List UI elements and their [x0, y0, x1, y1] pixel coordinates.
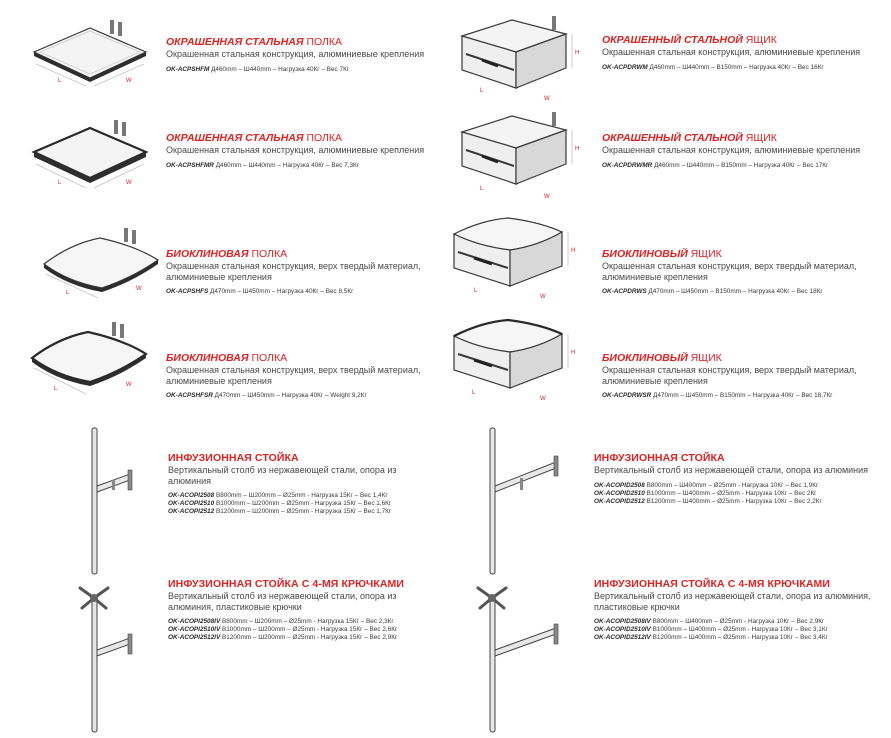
iv-pole-double-hooks-illustration: [476, 586, 559, 733]
width-label: W: [544, 96, 550, 102]
spec-line: OK-ACOPI2508IV В800mm – Ш200mm – Ø25mm -…: [168, 618, 394, 625]
product-title: ОКРАШЕННАЯ СТАЛЬНАЯ ПОЛКА: [166, 132, 343, 144]
width-label: W: [126, 180, 132, 186]
product-description: Окрашенная стальная конструкция, алюмини…: [166, 49, 425, 59]
biocline-drawer-rail-illustration: H L W: [452, 318, 575, 402]
iv-pole-illustration: [91, 427, 133, 575]
product-card: H L W ОКРАШЕННЫЙ СТАЛЬНОЙ ЯЩИК Окрашенна…: [452, 14, 882, 110]
painted-drawer-illustration: H L W: [460, 14, 579, 102]
length-label: L: [474, 288, 478, 294]
product-card: ИНФУЗИОННАЯ СТОЙКА Вертикальный столб из…: [70, 426, 440, 576]
width-label: W: [136, 286, 142, 292]
spec-line: OK-ACOPI2510IV В1000mm – Ш200mm – Ø25mm …: [168, 626, 398, 633]
spec-line: OK-ACOPI2510 В1000mm – Ш200mm – Ø25mm - …: [168, 500, 392, 507]
width-label: W: [126, 382, 132, 388]
product-description: Вертикальный столб из нержавеющей стали,…: [168, 591, 397, 612]
product-title: БИОКЛИНОВАЯ ПОЛКА: [166, 352, 288, 364]
product-card: H L W ОКРАШЕННЫЙ СТАЛЬНОЙ ЯЩИК Окрашенна…: [452, 110, 882, 206]
spec-line: OK-ACOPI2508 В800mm – Ш200mm – Ø25mm - Н…: [168, 492, 388, 499]
height-label: H: [571, 350, 575, 356]
height-label: H: [575, 50, 579, 56]
product-title: БИОКЛИНОВАЯ ПОЛКА: [166, 248, 288, 260]
length-label: L: [66, 290, 70, 296]
width-label: W: [540, 396, 546, 402]
length-label: L: [58, 180, 62, 186]
biocline-shelf-illustration: L W: [43, 227, 159, 299]
product-card: ИНФУЗИОННАЯ СТОЙКА С 4-МЯ КРЮЧКАМИ Верти…: [70, 578, 440, 734]
product-card: ИНФУЗИОННАЯ СТОЙКА Вертикальный столб из…: [470, 426, 882, 576]
spec-line: OK-ACPDRWM Д460mm – Ш440mm – В150mm – На…: [602, 63, 824, 71]
painted-shelf-rail-illustration: L W: [32, 118, 148, 189]
spec-line: OK-ACPDRWSR Д470mm – Ш450mm – В150mm – Н…: [602, 392, 833, 399]
width-label: W: [540, 294, 546, 300]
product-description: Окрашенная стальная конструкция, верх тв…: [166, 261, 421, 282]
biocline-shelf-rail-illustration: L W: [30, 321, 148, 395]
product-title: ИНФУЗИОННАЯ СТОЙКА С 4-МЯ КРЮЧКАМИ: [594, 578, 831, 590]
product-title: ОКРАШЕННАЯ СТАЛЬНАЯ ПОЛКА: [166, 36, 343, 48]
length-label: L: [480, 88, 484, 94]
product-description: Окрашенная стальная конструкция, алюмини…: [166, 145, 425, 155]
spec-line: OK-ACOPID2510IV В1000mm – Ш400mm – Ø25mm…: [594, 626, 828, 633]
height-label: H: [571, 248, 575, 254]
spec-line: OK-ACPDRWMR Д460mm – Ш440mm – В150mm – Н…: [602, 161, 829, 169]
length-label: L: [472, 390, 476, 396]
product-description: Окрашенная стальная конструкция, алюмини…: [602, 47, 861, 57]
painted-drawer-illustration: H L W: [460, 110, 579, 200]
product-card: H L W БИОКЛИНОВЫЙ ЯЩИК Окрашенная стальн…: [448, 316, 882, 410]
length-label: L: [480, 186, 484, 192]
product-card: H L W БИОКЛИНОВЫЙ ЯЩИК Окрашенная стальн…: [448, 214, 882, 308]
product-description: Вертикальный столб из нержавеющей стали,…: [594, 591, 871, 612]
product-description: Вертикальный столб из нержавеющей стали,…: [594, 465, 869, 475]
product-description: Окрашенная стальная конструкция, алюмини…: [602, 145, 861, 155]
spec-line: OK-ACOPID2512 В1200mm – Ш400mm – Ø25mm -…: [594, 497, 822, 505]
height-label: H: [575, 146, 579, 152]
product-title: ИНФУЗИОННАЯ СТОЙКА С 4-МЯ КРЮЧКАМИ: [168, 578, 405, 590]
product-card: ИНФУЗИОННАЯ СТОЙКА С 4-МЯ КРЮЧКАМИ Верти…: [470, 578, 882, 734]
product-card: L W БИОКЛИНОВАЯ ПОЛКА Окрашенная стальна…: [28, 318, 438, 410]
spec-line: OK-ACPSHFM Д460mm – Ш440mm – Нагрузка 40…: [166, 65, 350, 73]
painted-shelf-illustration: L W: [33, 19, 147, 87]
product-title: БИОКЛИНОВЫЙ ЯЩИК: [602, 352, 722, 364]
spec-line: OK-ACOPID2510 В1000mm – Ш400mm – Ø25mm -…: [594, 489, 817, 497]
spec-line: OK-ACOPID2508IV В800mm – Ш400mm – Ø25mm …: [594, 618, 825, 625]
width-label: W: [126, 78, 132, 84]
product-title: ОКРАШЕННЫЙ СТАЛЬНОЙ ЯЩИК: [602, 132, 777, 144]
spec-line: OK-ACPDRWS Д470mm – Ш450mm – В150mm – На…: [602, 288, 823, 295]
product-title: БИОКЛИНОВЫЙ ЯЩИК: [602, 248, 722, 260]
product-description: Вертикальный столб из нержавеющей стали,…: [168, 465, 397, 486]
product-title: ИНФУЗИОННАЯ СТОЙКА: [594, 452, 725, 464]
product-description: Окрашенная стальная конструкция, верх тв…: [166, 365, 421, 386]
product-card: L W БИОКЛИНОВАЯ ПОЛКА Окрашенная стальна…: [40, 222, 440, 310]
spec-line: OK-ACPSHFMR Д460mm – Ш440mm – Нагрузка 4…: [166, 161, 360, 169]
width-label: W: [544, 194, 550, 200]
product-card: L W ОКРАШЕННАЯ СТАЛЬНАЯ ПОЛКА Окрашенная…: [28, 118, 428, 206]
length-label: L: [58, 78, 62, 84]
spec-line: OK-ACOPI2512IV В1200mm – Ш200mm – Ø25mm …: [168, 634, 398, 641]
spec-line: OK-ACOPID2512IV В1200mm – Ш400mm – Ø25mm…: [594, 634, 828, 641]
spec-line: OK-ACOPI2512 В1200mm – Ш200mm – Ø25mm - …: [168, 508, 392, 515]
iv-pole-double-illustration: [489, 427, 559, 575]
product-title: ИНФУЗИОННАЯ СТОЙКА: [168, 452, 299, 464]
product-title: ОКРАШЕННЫЙ СТАЛЬНОЙ ЯЩИК: [602, 34, 777, 46]
spec-line: OK-ACOPID2508 В800mm – Ш400mm – Ø25mm - …: [594, 481, 819, 489]
biocline-drawer-illustration: H L W: [452, 216, 575, 300]
product-description: Окрашенная стальная конструкция, верх тв…: [602, 261, 857, 282]
product-description: Окрашенная стальная конструкция, верх тв…: [602, 365, 857, 386]
spec-line: OK-ACPSHFSR Д470mm – Ш450mm – Нагрузка 4…: [166, 392, 367, 399]
spec-line: OK-ACPSHFS Д470mm – Ш450mm – Нагрузка 40…: [166, 288, 354, 295]
product-card: L W ОКРАШЕННАЯ СТАЛЬНАЯ ПОЛКА Окрашенная…: [28, 14, 428, 102]
length-label: L: [54, 386, 58, 392]
iv-pole-hooks-illustration: [78, 586, 133, 733]
